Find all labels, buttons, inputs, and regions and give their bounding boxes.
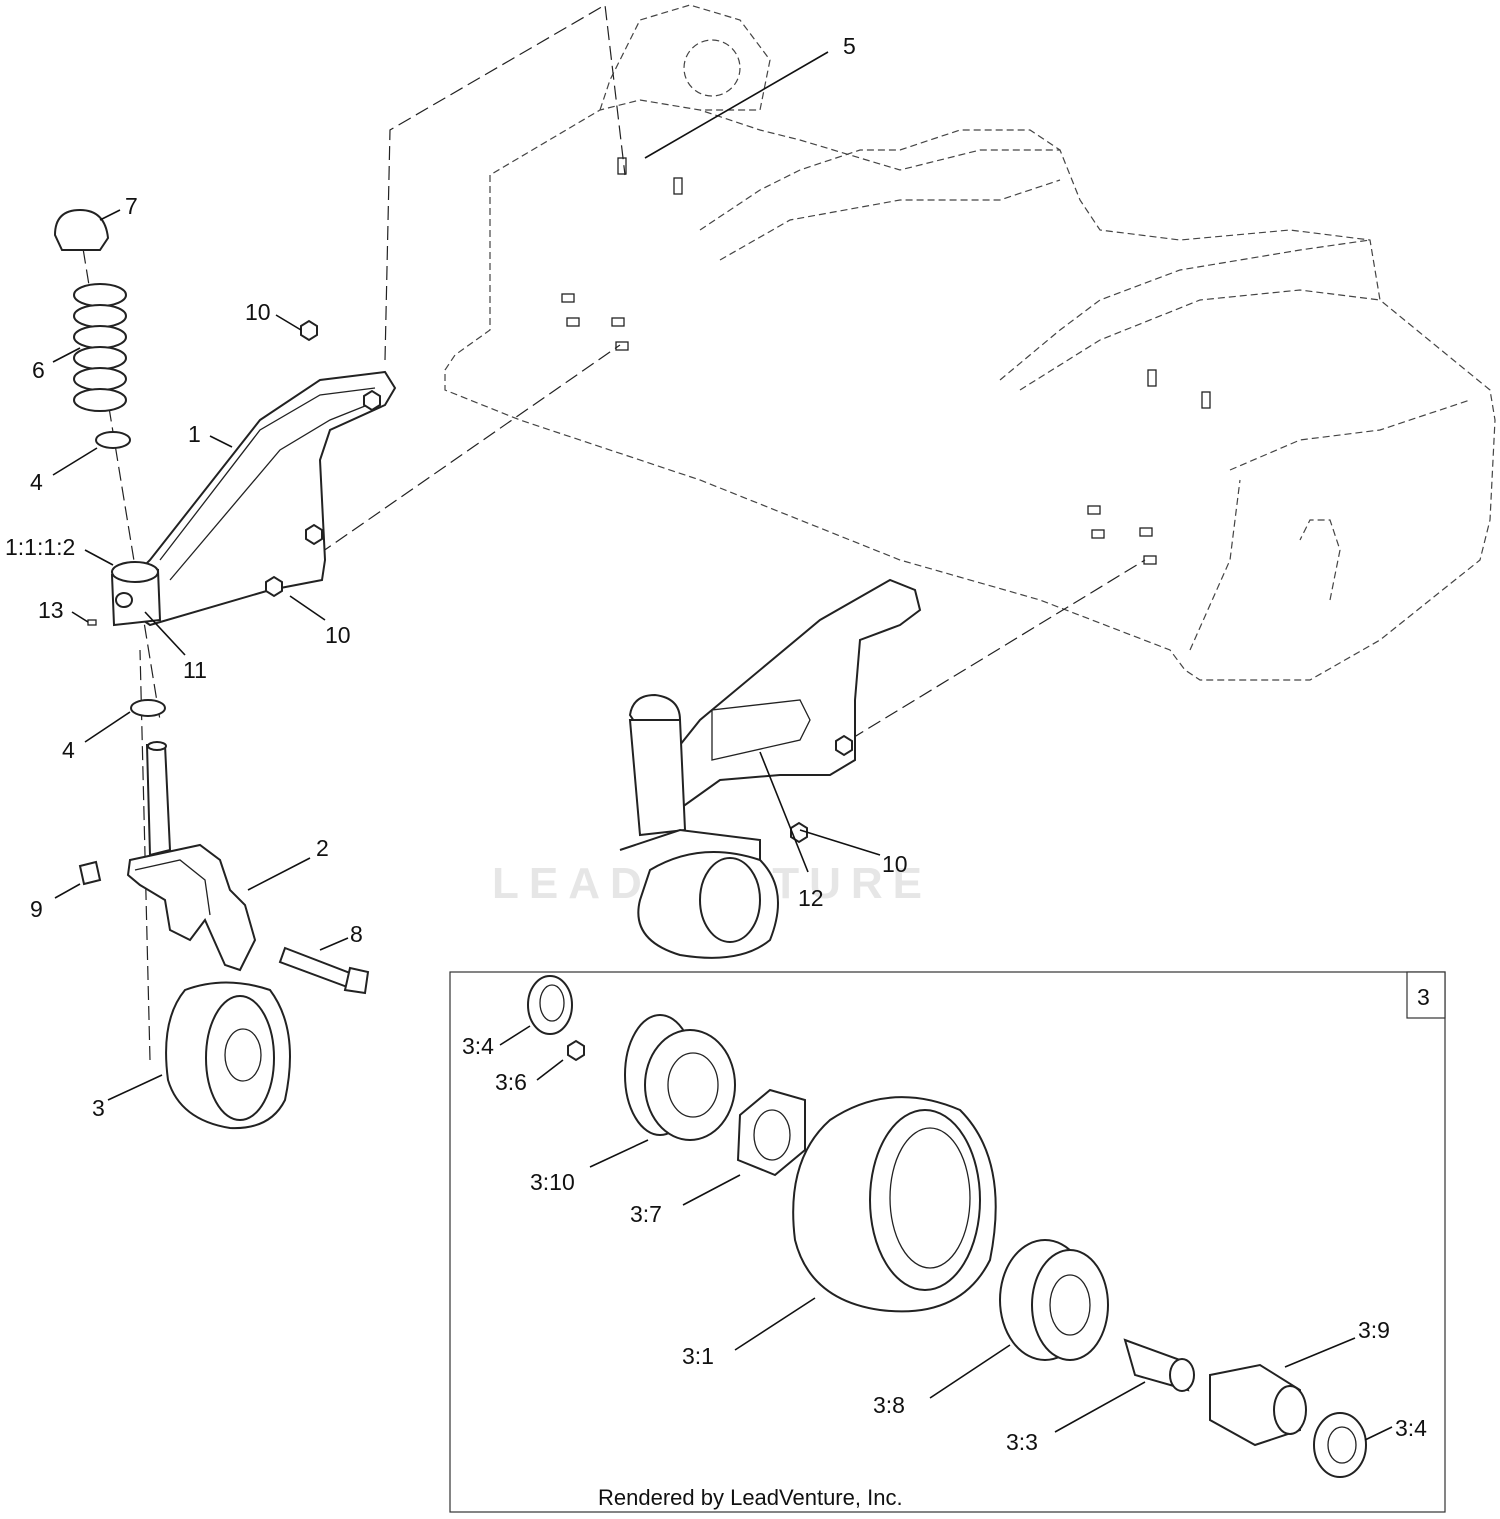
- caster-cap: [53, 208, 110, 251]
- nuts-arm: [265, 319, 381, 598]
- pivot-tube: [110, 561, 162, 627]
- callout-3-8: 3:8: [873, 1392, 905, 1418]
- callout-3-6: 3:6: [495, 1069, 527, 1095]
- callout-8: 8: [350, 921, 363, 947]
- hub-half-right: [999, 1239, 1109, 1361]
- callout-12: 12: [798, 885, 824, 911]
- deck-studs: [561, 157, 1211, 565]
- set-screw: [87, 619, 97, 626]
- hub-half-left: [624, 1014, 736, 1141]
- callout-7: 7: [125, 193, 138, 219]
- bushing: [78, 860, 102, 886]
- spacer-tube: [1123, 1338, 1195, 1392]
- washer-lower: [130, 699, 166, 717]
- hub-insert: [1209, 1363, 1307, 1447]
- callout-1-1-1-2: 1:1:1:2: [5, 534, 75, 560]
- callout-2: 2: [316, 835, 329, 861]
- bearing-left: [527, 975, 573, 1035]
- tire: [792, 1096, 997, 1313]
- mower-deck-frame: [444, 4, 1496, 681]
- callout-3-4-top: 3:4: [462, 1033, 494, 1059]
- caster-fork: [126, 741, 257, 972]
- callout-3-10: 3:10: [530, 1169, 575, 1195]
- credit-text: Rendered by LeadVenture, Inc.: [598, 1485, 903, 1510]
- spring-stack: [73, 283, 127, 412]
- callout-11: 11: [183, 657, 207, 683]
- caster-wheel-left: [165, 981, 291, 1130]
- callout-4-upper: 4: [30, 469, 43, 495]
- callout-1: 1: [188, 421, 201, 447]
- callout-4-lower: 4: [62, 737, 75, 763]
- bearing-right: [1313, 1412, 1367, 1478]
- caster-assembled: [619, 578, 922, 959]
- callout-3-7: 3:7: [630, 1201, 662, 1227]
- callout-10-right: 10: [882, 851, 908, 877]
- nut-inset: [567, 1039, 585, 1062]
- leader-lines: [52, 51, 1393, 1441]
- inset-tag-label: 3: [1417, 984, 1430, 1010]
- callout-13: 13: [38, 597, 64, 623]
- callout-3: 3: [92, 1095, 105, 1121]
- gasket: [736, 1088, 806, 1177]
- callout-labels: 7 6 4 1 1:1:1:2 13 11 10 10 4 2 9 8 3 5 …: [5, 33, 1427, 1455]
- caster-arm: [126, 370, 397, 627]
- callout-3-1: 3:1: [682, 1343, 714, 1369]
- callout-3-3: 3:3: [1006, 1429, 1038, 1455]
- callout-6: 6: [32, 357, 45, 383]
- callout-9: 9: [30, 896, 43, 922]
- axle-bolt: [278, 946, 370, 995]
- callout-5: 5: [843, 33, 856, 59]
- callout-10-top: 10: [245, 299, 271, 325]
- washer-upper: [95, 431, 131, 449]
- inset-tag: [1406, 971, 1446, 1019]
- callout-3-4-bottom: 3:4: [1395, 1415, 1427, 1441]
- callout-10-mid: 10: [325, 622, 351, 648]
- callout-3-9: 3:9: [1358, 1317, 1390, 1343]
